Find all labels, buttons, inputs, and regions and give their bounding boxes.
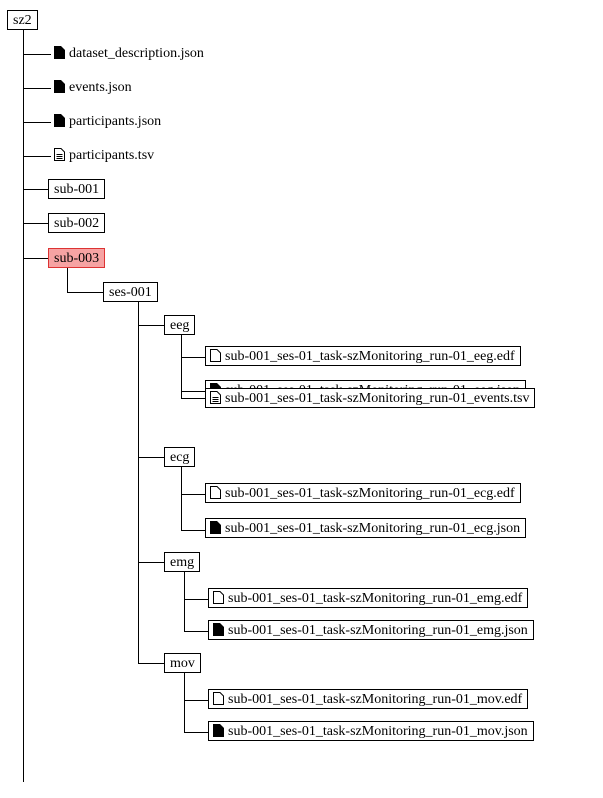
modality-folder-mov[interactable]: mov <box>164 653 201 673</box>
modality-folder-eeg[interactable]: eeg <box>164 315 196 335</box>
connector <box>23 54 51 55</box>
file-outline-icon <box>210 486 221 499</box>
file-emg-edf[interactable]: sub-001_ses-01_task-szMonitoring_run-01_… <box>208 588 529 608</box>
subject-folder-sub-003-selected[interactable]: sub-003 <box>48 248 106 268</box>
connector <box>23 88 51 89</box>
file-outline-icon <box>210 349 221 362</box>
file-lines-icon <box>54 148 65 161</box>
subject-folder-sub-001[interactable]: sub-001 <box>48 179 106 199</box>
file-name: sub-001_ses-01_task-szMonitoring_run-01_… <box>225 391 530 406</box>
file-mov-edf[interactable]: sub-001_ses-01_task-szMonitoring_run-01_… <box>208 689 529 709</box>
connector <box>184 599 208 600</box>
file-solid-icon <box>213 724 224 737</box>
connector <box>184 700 208 701</box>
connector <box>23 122 51 123</box>
file-eeg-events-tsv[interactable]: sub-001_ses-01_task-szMonitoring_run-01_… <box>205 388 536 408</box>
file-name: sub-001_ses-01_task-szMonitoring_run-01_… <box>225 521 521 536</box>
file-name: sub-001_ses-01_task-szMonitoring_run-01_… <box>228 623 528 638</box>
file-solid-icon <box>54 80 65 93</box>
file-ecg-edf[interactable]: sub-001_ses-01_task-szMonitoring_run-01_… <box>205 483 521 503</box>
file-name: sub-001_ses-01_task-szMonitoring_run-01_… <box>228 591 523 606</box>
connector <box>23 189 48 190</box>
file-name: sub-001_ses-01_task-szMonitoring_run-01_… <box>225 349 515 364</box>
file-name: dataset_description.json <box>69 46 204 61</box>
file-name: participants.tsv <box>69 148 155 163</box>
subject-folder-sub-002[interactable]: sub-002 <box>48 213 106 233</box>
sub-003-trunk <box>67 268 68 292</box>
file-name: sub-001_ses-01_task-szMonitoring_run-01_… <box>228 692 523 707</box>
file-solid-icon <box>54 114 65 127</box>
mov-trunk <box>184 673 185 732</box>
connector <box>181 398 205 399</box>
file-outline-icon <box>213 692 224 705</box>
file-solid-icon <box>210 521 221 534</box>
modality-folder-emg[interactable]: emg <box>164 552 201 572</box>
connector <box>184 732 208 733</box>
root-file-participants-json[interactable]: participants.json <box>54 112 161 132</box>
eeg-trunk <box>181 335 182 398</box>
root-file-dataset-description[interactable]: dataset_description.json <box>54 44 204 64</box>
connector <box>138 663 164 664</box>
connector <box>184 631 208 632</box>
connector <box>67 292 103 293</box>
file-lines-icon <box>210 391 221 404</box>
file-eeg-edf[interactable]: sub-001_ses-01_task-szMonitoring_run-01_… <box>205 346 521 366</box>
connector <box>23 258 48 259</box>
emg-trunk <box>184 572 185 631</box>
file-solid-icon <box>213 623 224 636</box>
modality-folder-ecg[interactable]: ecg <box>164 447 196 467</box>
root-trunk <box>23 30 24 782</box>
connector <box>138 562 164 563</box>
connector <box>181 391 205 392</box>
connector <box>23 223 48 224</box>
file-solid-icon <box>54 46 65 59</box>
file-name: sub-001_ses-01_task-szMonitoring_run-01_… <box>228 724 528 739</box>
file-name: participants.json <box>69 114 162 129</box>
connector <box>23 156 51 157</box>
file-outline-icon <box>213 591 224 604</box>
file-name: sub-001_ses-01_task-szMonitoring_run-01_… <box>225 486 515 501</box>
session-folder[interactable]: ses-001 <box>103 282 158 302</box>
root-file-events[interactable]: events.json <box>54 78 132 98</box>
connector <box>181 530 205 531</box>
connector <box>138 457 164 458</box>
connector <box>181 357 205 358</box>
ecg-trunk <box>181 467 182 530</box>
connector <box>138 325 164 326</box>
file-name: events.json <box>69 80 132 95</box>
session-trunk <box>138 302 139 663</box>
root-folder[interactable]: sz2 <box>7 10 38 30</box>
root-file-participants-tsv[interactable]: participants.tsv <box>54 146 154 166</box>
file-ecg-json[interactable]: sub-001_ses-01_task-szMonitoring_run-01_… <box>205 518 527 538</box>
file-mov-json[interactable]: sub-001_ses-01_task-szMonitoring_run-01_… <box>208 721 534 741</box>
file-emg-json[interactable]: sub-001_ses-01_task-szMonitoring_run-01_… <box>208 620 534 640</box>
connector <box>181 494 205 495</box>
